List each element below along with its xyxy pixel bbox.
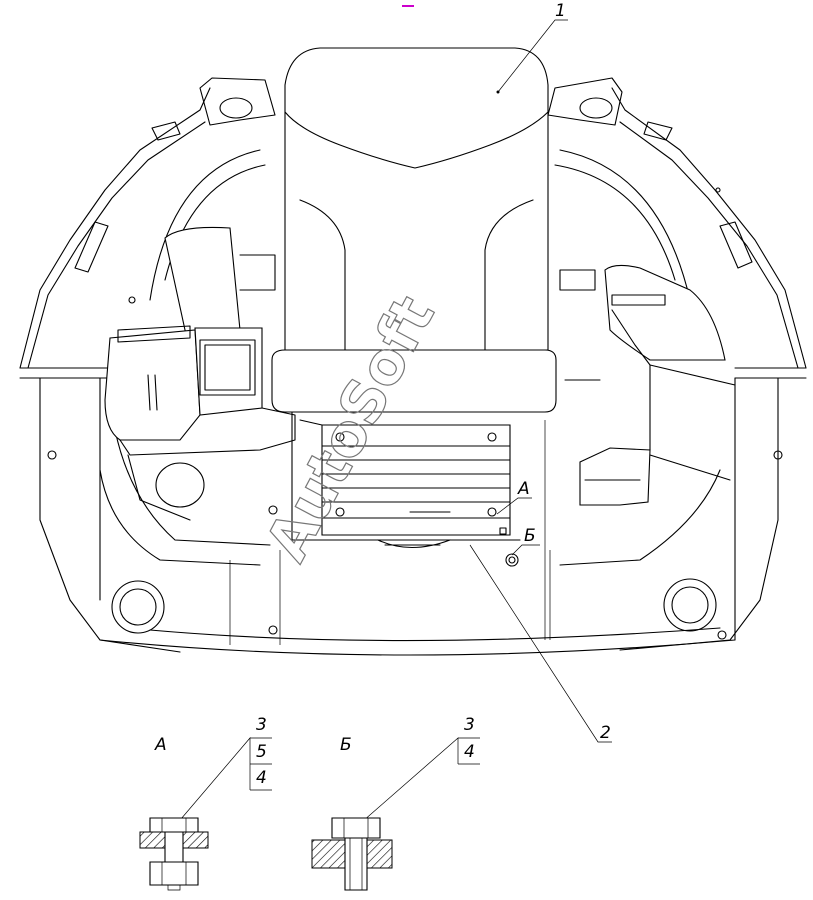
speaker-left bbox=[111, 580, 165, 634]
callout-bracket-label: 2 bbox=[600, 723, 611, 743]
callout-bracket: 2 bbox=[469, 544, 612, 743]
speaker-right bbox=[663, 578, 717, 632]
callout-view-a-label: A bbox=[517, 479, 530, 499]
seat bbox=[271, 47, 557, 567]
detail-a-item-2: 5 bbox=[256, 742, 267, 762]
cab-shell bbox=[19, 77, 807, 656]
detail-b-item-2: 4 bbox=[464, 742, 475, 762]
callout-view-b: Б bbox=[511, 526, 540, 556]
detail-b: Б 3 4 bbox=[311, 715, 480, 891]
detail-a-item-3: 4 bbox=[256, 768, 267, 788]
right-duct bbox=[559, 264, 736, 506]
left-console bbox=[104, 226, 296, 521]
detail-b-item-1: 3 bbox=[464, 715, 475, 735]
detail-b-title: Б bbox=[340, 735, 352, 755]
callout-view-b-label: Б bbox=[524, 526, 536, 546]
callout-view-a: A bbox=[496, 479, 532, 515]
detail-a-item-1: 3 bbox=[256, 715, 267, 735]
detail-a: A 3 5 4 bbox=[139, 715, 272, 891]
detail-a-title: A bbox=[154, 735, 167, 755]
callout-seat: 1 bbox=[497, 1, 568, 93]
callout-seat-label: 1 bbox=[555, 1, 566, 21]
